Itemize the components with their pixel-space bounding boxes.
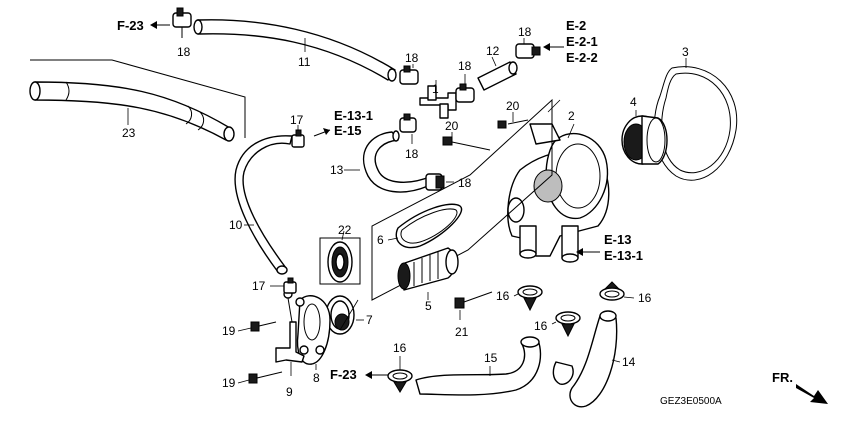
label-18-c: 18 bbox=[458, 59, 472, 73]
diagram-code: GEZ3E0500A bbox=[660, 396, 722, 407]
hose-15[interactable] bbox=[415, 336, 542, 396]
label-10: 10 bbox=[229, 218, 243, 232]
clip-18-d[interactable] bbox=[515, 43, 541, 59]
label-20-a: 20 bbox=[506, 99, 520, 113]
label-5: 5 bbox=[425, 299, 432, 313]
ref-e13[interactable]: E-13 bbox=[604, 232, 631, 247]
label-19-b: 19 bbox=[222, 376, 236, 390]
ref-e15[interactable]: E-15 bbox=[334, 123, 361, 138]
clip-16-c[interactable] bbox=[599, 281, 625, 301]
label-18-b: 18 bbox=[405, 51, 419, 65]
label-16-a: 16 bbox=[496, 289, 510, 303]
label-12: 12 bbox=[486, 44, 500, 58]
hose-11[interactable] bbox=[193, 19, 397, 82]
bolt-20-b[interactable] bbox=[442, 136, 491, 151]
label-23: 23 bbox=[122, 126, 136, 140]
label-7: 7 bbox=[366, 313, 373, 327]
thermostat-5[interactable] bbox=[397, 247, 459, 291]
hose-12[interactable] bbox=[477, 61, 518, 91]
label-16-b: 16 bbox=[534, 319, 548, 333]
arrow-down-right-icon bbox=[796, 384, 828, 404]
arrow-down-icon bbox=[576, 248, 600, 256]
bolt-20-a[interactable] bbox=[497, 119, 529, 129]
label-18-d: 18 bbox=[518, 25, 532, 39]
bolt-19-b[interactable] bbox=[248, 371, 283, 384]
label-13: 13 bbox=[330, 163, 344, 177]
ref-e2-1[interactable]: E-2-1 bbox=[566, 34, 598, 49]
label-21: 21 bbox=[455, 325, 469, 339]
ref-e13-1-right[interactable]: E-13-1 bbox=[604, 248, 643, 263]
arrow-left-icon bbox=[313, 128, 331, 137]
label-18-a: 18 bbox=[177, 45, 191, 59]
label-11: 11 bbox=[298, 55, 311, 69]
label-6: 6 bbox=[377, 233, 384, 247]
ref-e13-1-top[interactable]: E-13-1 bbox=[334, 108, 373, 123]
label-14: 14 bbox=[622, 355, 636, 369]
clip-16-d[interactable] bbox=[387, 369, 413, 393]
clip-18-e[interactable] bbox=[399, 113, 417, 133]
label-22: 22 bbox=[338, 223, 352, 237]
clip-18-f[interactable] bbox=[425, 173, 445, 191]
pump-body-2[interactable] bbox=[507, 123, 610, 263]
joint-1[interactable] bbox=[419, 85, 457, 119]
gasket-6[interactable] bbox=[395, 203, 463, 249]
label-18-e: 18 bbox=[405, 147, 419, 161]
ref-f23-top[interactable]: F-23 bbox=[117, 18, 144, 33]
label-15: 15 bbox=[484, 351, 498, 365]
label-2: 2 bbox=[568, 109, 575, 123]
clip-18-c[interactable] bbox=[455, 83, 475, 103]
label-19-a: 19 bbox=[222, 324, 236, 338]
arrow-left-icon bbox=[543, 43, 564, 51]
label-1: 1 bbox=[432, 82, 439, 96]
label-20-b: 20 bbox=[445, 119, 459, 133]
label-9: 9 bbox=[286, 385, 293, 399]
ref-e2-2[interactable]: E-2-2 bbox=[566, 50, 598, 65]
label-16-c: 16 bbox=[638, 291, 652, 305]
label-8: 8 bbox=[313, 371, 320, 385]
clip-17-a[interactable] bbox=[291, 129, 305, 148]
hose-13[interactable] bbox=[362, 130, 433, 193]
label-18-f: 18 bbox=[458, 176, 472, 190]
seal-4[interactable] bbox=[621, 115, 668, 165]
clip-16-b[interactable] bbox=[555, 311, 581, 338]
arrow-left-icon bbox=[150, 21, 170, 29]
bolt-19-a[interactable] bbox=[250, 321, 277, 332]
gasket-3[interactable] bbox=[653, 66, 738, 181]
bolt-21[interactable] bbox=[454, 291, 493, 309]
clip-18-a[interactable] bbox=[172, 7, 192, 38]
hose-10[interactable] bbox=[234, 135, 293, 275]
cover-8[interactable] bbox=[295, 295, 331, 365]
ref-f23-bottom[interactable]: F-23 bbox=[330, 367, 357, 382]
seal-22[interactable] bbox=[319, 237, 361, 285]
arrow-left-icon bbox=[365, 371, 388, 379]
hose-23[interactable] bbox=[29, 59, 246, 142]
hose-14[interactable] bbox=[552, 310, 618, 408]
label-3: 3 bbox=[682, 45, 689, 59]
ref-e2[interactable]: E-2 bbox=[566, 18, 586, 33]
label-16-d: 16 bbox=[393, 341, 407, 355]
front-label: FR. bbox=[772, 370, 793, 385]
label-17-a: 17 bbox=[290, 113, 304, 127]
clip-17-b[interactable] bbox=[283, 277, 297, 294]
clip-18-b[interactable] bbox=[399, 65, 419, 85]
label-17-b: 17 bbox=[252, 279, 266, 293]
clip-16-a[interactable] bbox=[517, 285, 543, 312]
label-4: 4 bbox=[630, 95, 637, 109]
